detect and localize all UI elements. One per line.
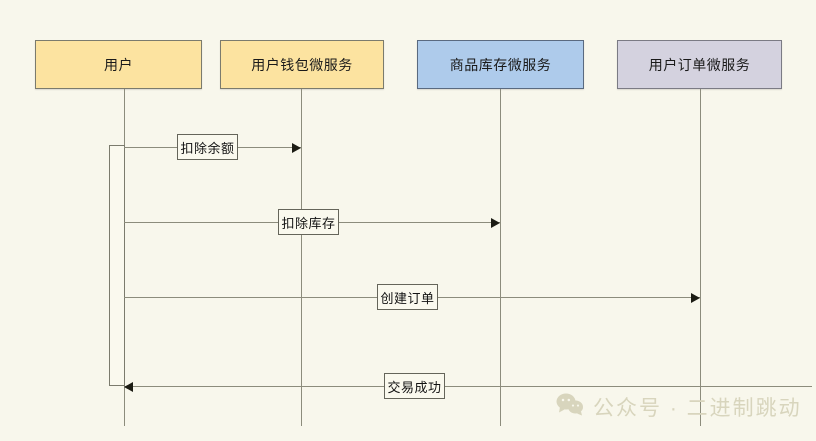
message-label-4[interactable]: 交易成功 [384, 373, 445, 399]
participant-box-wallet[interactable]: 用户钱包微服务 [220, 40, 384, 89]
message-arrowhead-2 [491, 218, 500, 228]
participant-label-order: 用户订单微服务 [648, 56, 751, 73]
activation-bar-user [109, 145, 125, 386]
message-arrowhead-3 [691, 293, 700, 303]
watermark-text: 公众号 · 二进制跳动 [593, 397, 802, 420]
participant-box-inventory[interactable]: 商品库存微服务 [417, 40, 584, 89]
message-arrowhead-4 [124, 382, 133, 392]
message-label-2[interactable]: 扣除库存 [278, 209, 339, 235]
participant-label-wallet: 用户钱包微服务 [251, 56, 353, 73]
participant-label-user: 用户 [104, 56, 133, 73]
lifeline-wallet [301, 89, 302, 426]
message-label-1[interactable]: 扣除余额 [177, 134, 238, 160]
message-arrowhead-1 [292, 143, 301, 153]
participant-box-order[interactable]: 用户订单微服务 [617, 40, 782, 89]
message-label-3[interactable]: 创建订单 [377, 284, 438, 310]
wechat-icon [556, 392, 584, 422]
watermark: 公众号 · 二进制跳动 [556, 392, 802, 422]
message-line-4 [124, 386, 812, 387]
lifeline-inventory [500, 89, 501, 426]
participant-box-user[interactable]: 用户 [35, 40, 202, 89]
lifeline-order [700, 89, 701, 426]
participant-label-inventory: 商品库存微服务 [449, 56, 552, 73]
